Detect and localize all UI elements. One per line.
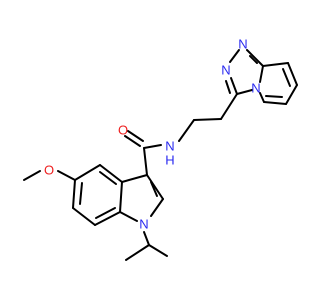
bond-c8a-n4 — [259, 65, 264, 83]
bond-c5-n4 — [259, 92, 265, 103]
bond-n4-c3tri — [236, 89, 253, 95]
bond-n-ch2 — [178, 119, 195, 142]
bond-c2-n1 — [150, 198, 164, 217]
bond-o-ch3 — [23, 170, 41, 181]
bond-ch2-ch2 — [193, 118, 222, 121]
bond-c6-c5-inner — [265, 95, 283, 98]
background — [0, 0, 300, 300]
bond-c8-c7 — [287, 62, 298, 86]
bond-c7-c7a-inner — [95, 207, 116, 219]
bond-n2-n1 — [229, 49, 240, 63]
bond-c8a-c8 — [262, 62, 289, 67]
atom-n-triazole-1: N — [238, 37, 247, 52]
bond-ch-me2 — [148, 244, 168, 257]
bond-n1-c8a-inner — [249, 55, 258, 64]
atom-o-methoxy: O — [44, 163, 54, 178]
bond-c7-c7a — [94, 211, 121, 226]
bond-ch2-c3tri — [220, 93, 238, 120]
atom-h-amide: H — [165, 153, 174, 168]
bond-camide-n — [143, 144, 162, 149]
bond-c7-c6 — [285, 84, 298, 105]
bond-c-o-double-2 — [127, 130, 144, 142]
bonds — [23, 49, 298, 261]
atom-n-amide: N — [165, 139, 174, 154]
bond-c5-o — [57, 170, 76, 181]
bond-c-o-double-1 — [124, 135, 141, 147]
bond-c3a-c4-inner — [99, 171, 117, 185]
bond-n1-ch — [143, 231, 150, 246]
atom-n-bridgehead: N — [251, 81, 260, 96]
bond-n1-c7a — [119, 211, 138, 222]
atom-labels: O N H O N N N N — [44, 37, 261, 232]
bond-c5-c6 — [72, 179, 76, 209]
bond-n1-c8a — [246, 49, 264, 67]
bond-c3-c2-inner — [150, 181, 158, 197]
bond-c6-c5 — [263, 101, 287, 105]
bond-c6-c7 — [72, 207, 96, 226]
bond-c5-c6-inner — [79, 182, 83, 205]
bond-c7a-c3a — [119, 181, 123, 213]
atom-n-indole: N — [139, 217, 148, 232]
bond-ch-me1 — [125, 244, 150, 261]
bond-c3a-c3 — [121, 174, 148, 183]
bond-c4-c5 — [74, 164, 101, 181]
bond-c8-c7-inner — [282, 68, 291, 87]
bond-c3a-c4 — [99, 164, 123, 183]
atom-n-triazole-2: N — [221, 63, 230, 78]
bond-c3-camide — [143, 147, 148, 176]
atom-o-carbonyl: O — [118, 123, 128, 138]
molecule-structure: O N H O N N N N — [0, 0, 300, 300]
bond-c3tri-n2 — [230, 77, 238, 95]
bond-c3tri-n2-inner — [225, 80, 231, 94]
bond-c3-c2 — [146, 174, 164, 200]
